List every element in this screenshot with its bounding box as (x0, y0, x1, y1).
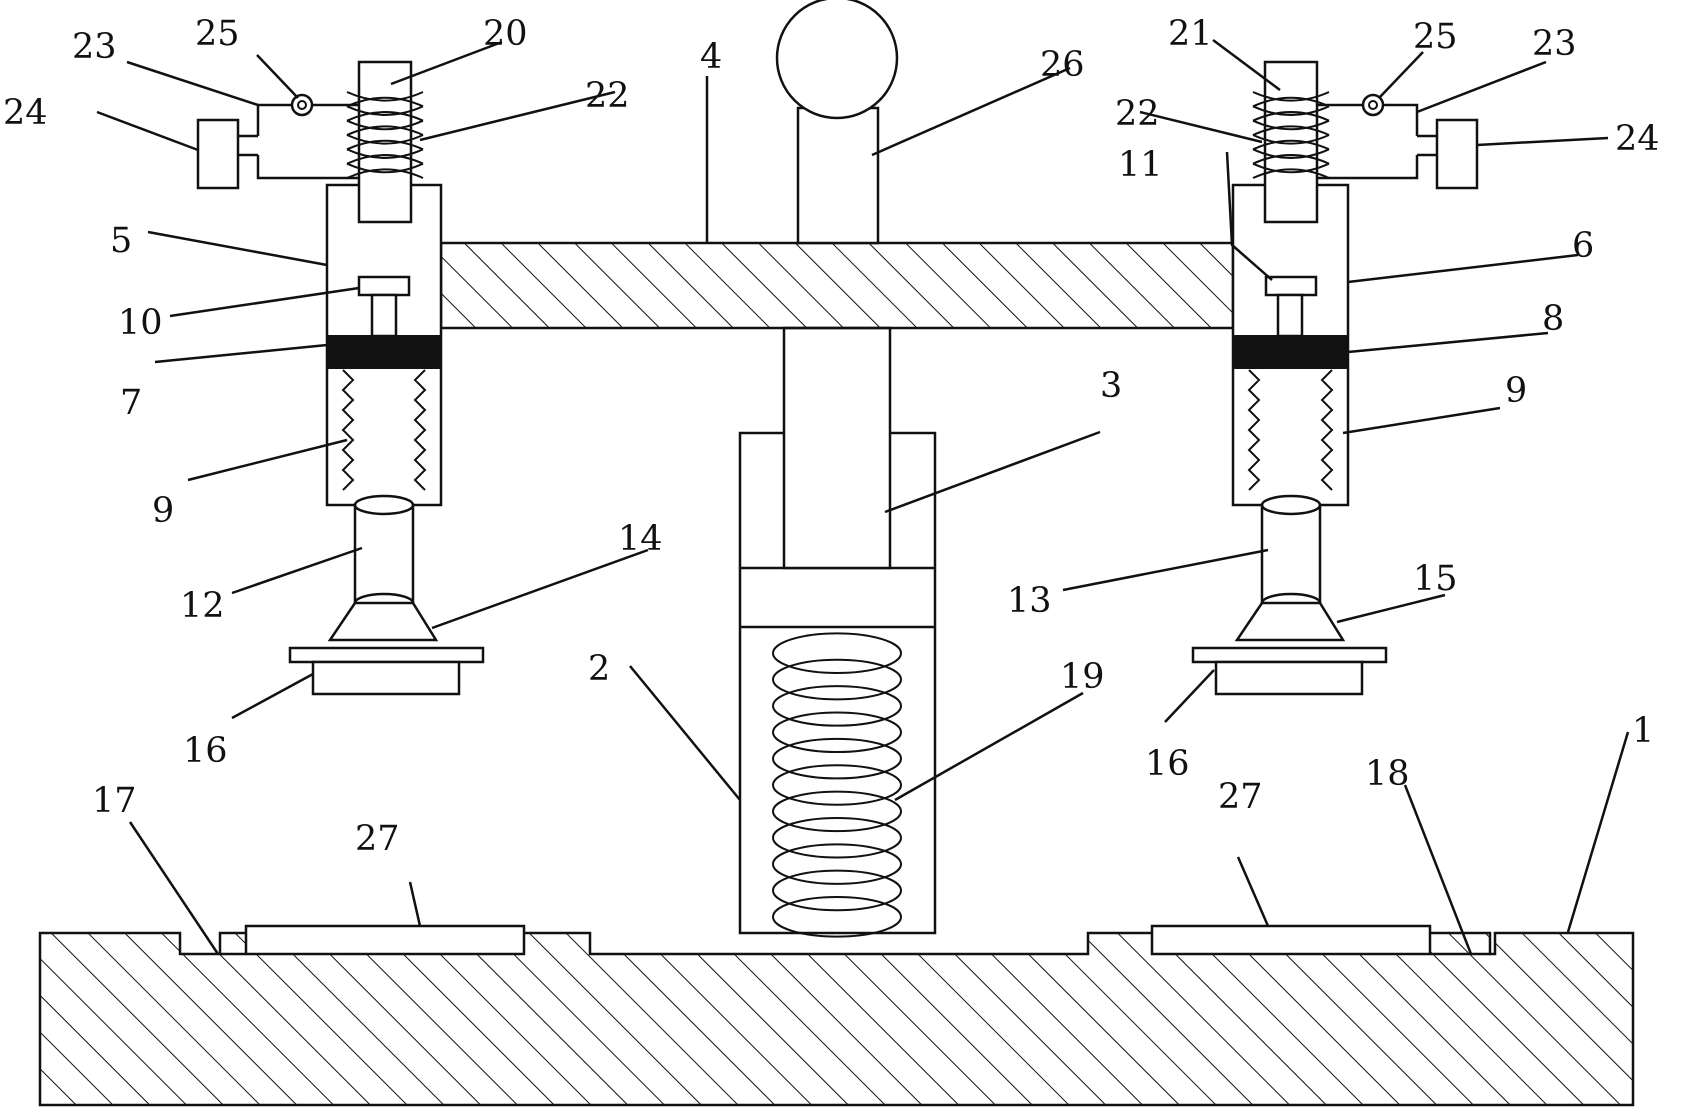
right-clamp-assembly (1191, 60, 1479, 696)
label-1: 1 (1632, 711, 1654, 751)
label-14: 14 (618, 519, 663, 559)
label-20: 20 (483, 14, 528, 54)
label-6: 6 (1572, 226, 1594, 266)
label-12: 12 (180, 586, 225, 626)
label-5: 5 (110, 221, 132, 261)
label-26: 26 (1040, 45, 1085, 85)
label-22-left: 22 (585, 76, 630, 116)
label-2: 2 (588, 649, 610, 689)
label-22-right: 22 (1115, 94, 1160, 134)
label-15: 15 (1413, 559, 1458, 599)
lift-rod (782, 326, 892, 570)
label-25-left: 25 (195, 14, 240, 54)
label-7: 7 (120, 383, 142, 423)
left-pad (244, 924, 526, 956)
column-spring (772, 632, 902, 938)
label-24-right: 24 (1615, 119, 1660, 159)
label-27-right: 27 (1218, 777, 1263, 817)
label-10: 10 (118, 303, 163, 343)
base-plate (38, 931, 1635, 1107)
crossbeam (439, 241, 1235, 330)
label-25-right: 25 (1413, 17, 1458, 57)
label-16-right: 16 (1145, 744, 1190, 784)
label-24-left: 24 (3, 93, 48, 133)
label-16-left: 16 (183, 731, 228, 771)
handle-post (796, 106, 880, 245)
label-3: 3 (1100, 366, 1122, 406)
label-9-right: 9 (1505, 371, 1527, 411)
label-11: 11 (1118, 145, 1163, 185)
left-clamp-assembly (196, 60, 485, 696)
handle-knob (775, 0, 899, 120)
label-19: 19 (1060, 657, 1105, 697)
label-9-left: 9 (152, 491, 174, 531)
right-pad (1150, 924, 1432, 956)
part-labels: 1 2 3 4 5 6 7 8 9 9 10 11 12 13 14 15 16… (3, 14, 1660, 859)
leader-lines (96, 38, 1630, 955)
label-27-left: 27 (355, 819, 400, 859)
label-13: 13 (1007, 581, 1052, 621)
label-18: 18 (1365, 754, 1410, 794)
label-8: 8 (1542, 299, 1564, 339)
label-21: 21 (1168, 14, 1213, 54)
label-23-right: 23 (1532, 24, 1577, 64)
label-4: 4 (700, 37, 722, 77)
label-23-left: 23 (72, 27, 117, 67)
label-17: 17 (92, 781, 137, 821)
